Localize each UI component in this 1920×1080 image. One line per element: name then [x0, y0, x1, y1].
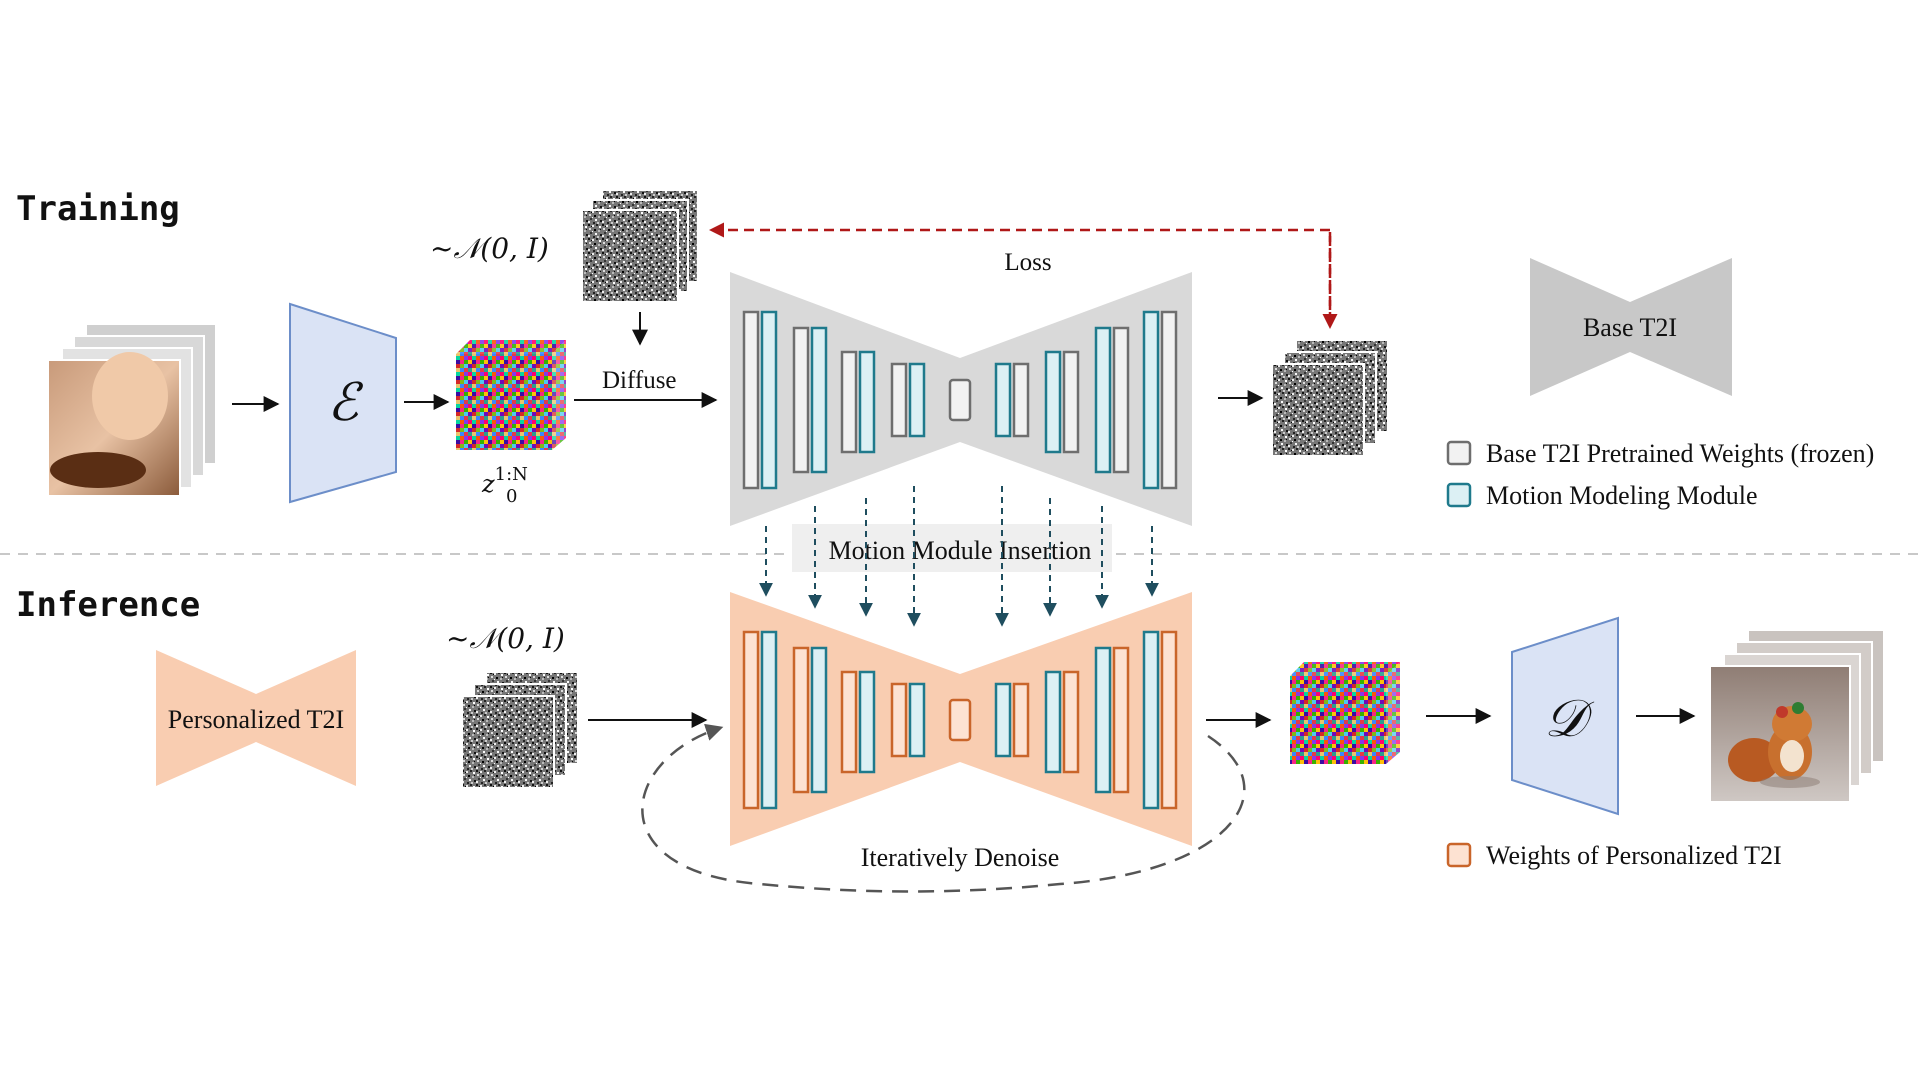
predicted-noise-icon [1271, 339, 1389, 457]
legend-motion-module: Motion Modeling Module [1446, 481, 1758, 510]
training-section-label: Training [16, 189, 180, 229]
noise-stack-icon [581, 189, 699, 303]
legend-label-base: Base T2I Pretrained Weights (frozen) [1486, 439, 1874, 468]
legend-label-motion: Motion Modeling Module [1486, 481, 1758, 510]
inference-unet-blocks [742, 630, 1178, 810]
inference-section-label: Inference [16, 585, 200, 625]
legend-personalized-weights: Weights of Personalized T2I [1446, 841, 1782, 870]
encoder-symbol: ℰ [327, 373, 363, 433]
video-frames-icon [47, 323, 217, 497]
loss-label: Loss [1004, 249, 1051, 276]
diffuse-label: Diffuse [602, 367, 677, 394]
motion-insertion-label-bg [792, 524, 1112, 572]
iteratively-denoise-label: Iteratively Denoise [861, 843, 1060, 872]
personalized-t2i-label: Personalized T2I [168, 705, 344, 734]
personalized-t2i-shape [156, 650, 356, 786]
latent-cube-icon [456, 340, 566, 450]
legend-swatch-motion [1446, 482, 1472, 508]
legend-swatch-base [1446, 440, 1472, 466]
squirrel-output-icon [1709, 629, 1885, 803]
decoder-block [1511, 616, 1619, 816]
legend-swatch-personal [1446, 842, 1472, 868]
motion-insertion-arrows [759, 486, 1159, 627]
legend-base-weights: Base T2I Pretrained Weights (frozen) [1446, 439, 1874, 468]
noise-distribution-label-training: ~𝒩(0, I) [430, 232, 549, 265]
noise-distribution-label-inference: ~𝒩(0, I) [446, 622, 565, 655]
legend-label-personal: Weights of Personalized T2I [1486, 841, 1782, 870]
motion-module-insertion-label: Motion Module Insertion [829, 536, 1092, 565]
output-latent-icon [1290, 662, 1400, 764]
loss-arrow [709, 222, 1332, 326]
base-t2i-shape [1530, 258, 1732, 396]
encoder-block [289, 302, 397, 504]
inference-noise-icon [461, 671, 579, 789]
training-unet-blocks [742, 310, 1178, 490]
base-t2i-label: Base T2I [1583, 313, 1677, 342]
iterative-denoise-loop [641, 723, 1246, 893]
